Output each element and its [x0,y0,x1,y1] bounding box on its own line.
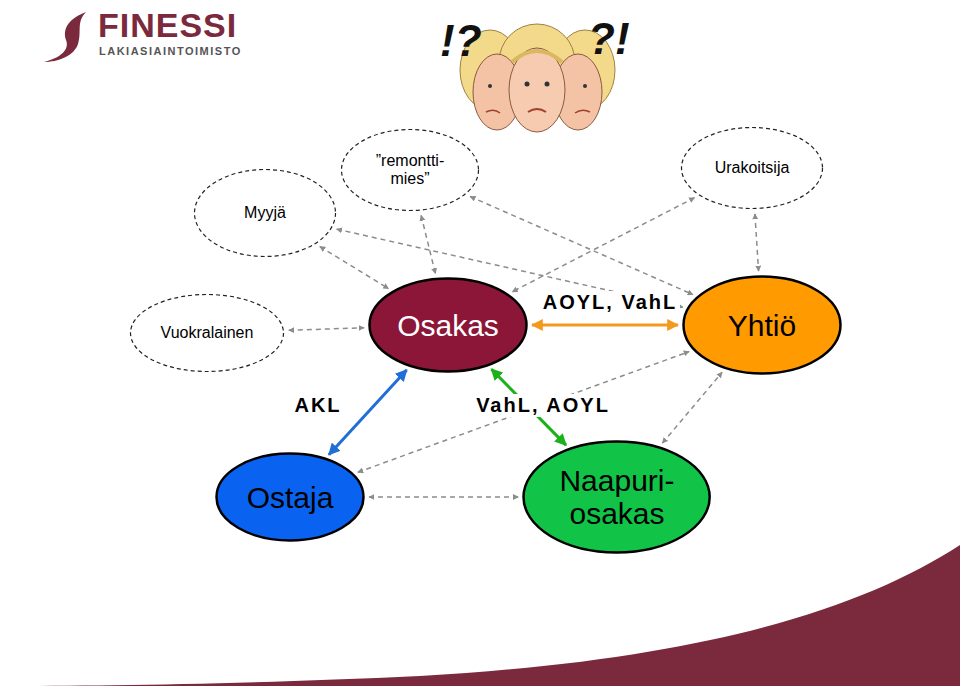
node-label: Osakas [397,309,499,342]
node-label: ”remontti- mies” [364,152,456,187]
party-ellipse: Myyjä [193,168,337,258]
corner-band [0,545,960,686]
node-label: Urakoitsija [715,159,790,177]
ellipse-shape [217,454,364,541]
main-party-ellipse: Naapuri- osakas [522,440,711,554]
ellipse-shape [370,279,527,372]
ellipse-shape [524,442,710,553]
party-ellipse: Urakoitsija [680,126,824,210]
main-party-ellipse: Ostaja [215,452,365,542]
edge-label: AKL [291,394,344,417]
edge-label: VahL, AOYL [473,394,613,417]
connector [421,215,435,273]
node-label: Yhtiö [728,309,796,342]
connector [289,328,364,330]
connector [532,324,678,327]
ellipse-shape [195,170,336,257]
node-label: Vuokralainen [161,324,254,342]
connector [662,372,722,443]
exclamation-mark: !? [440,16,482,66]
logo-subtitle: LAKIASIAINTOIMISTO [99,45,242,57]
ellipse-shape [342,130,479,211]
ellipse-shape [684,277,841,374]
ellipse-shape [131,295,284,372]
node-label: Naapuri- osakas [554,464,679,530]
connector [369,496,518,498]
edge-label: AOYL, VahL [540,291,680,314]
party-ellipse: ”remontti- mies” [340,128,480,212]
node-label: Myyjä [244,204,286,222]
connector [470,196,693,294]
ellipse-shape [682,128,823,209]
exclamation-mark: ?! [588,14,630,64]
connector [755,214,759,271]
connector [512,198,694,292]
logo-name: FINESSI [98,6,237,45]
logo-swoosh [44,12,86,62]
party-ellipse: Vuokralainen [129,293,285,373]
connector [320,247,389,289]
main-party-ellipse: Osakas [368,277,528,373]
node-label: Ostaja [247,481,334,514]
main-party-ellipse: Yhtiö [682,275,842,375]
